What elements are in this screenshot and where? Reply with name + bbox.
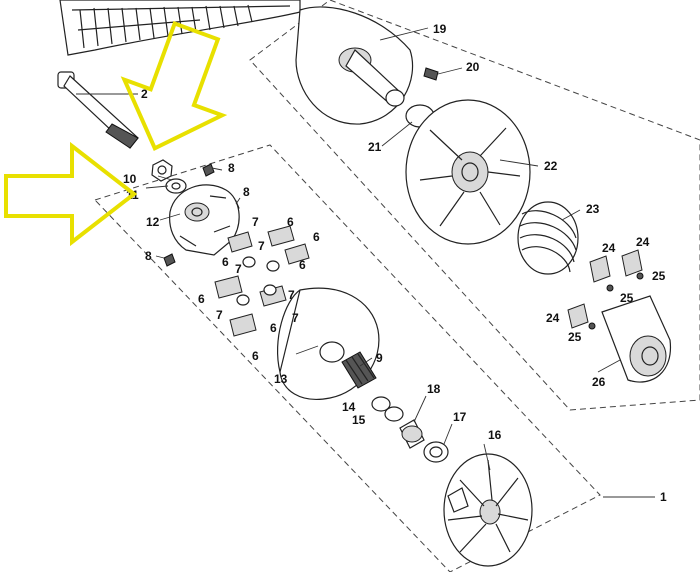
nut [151,159,173,182]
callout-17: 17 [453,410,467,424]
roller-weight-group [214,225,310,337]
callout-25a: 25 [652,269,666,283]
callout-6g: 6 [252,349,259,363]
shoe-24c [567,303,589,329]
callout-26: 26 [592,375,606,389]
callout-6c: 6 [222,255,229,269]
screw-25b [636,272,644,280]
pin-8a [202,163,215,177]
washer [165,178,187,194]
secondary-assembly-outline [249,0,700,411]
callout-6d: 6 [299,258,306,272]
callout-24b: 24 [636,235,650,249]
callout-8c: 8 [145,249,152,263]
fixed-sheave [443,453,533,567]
callout-20: 20 [466,60,480,74]
shoe-24a [589,255,611,283]
callout-23: 23 [586,202,600,216]
callout-7f: 7 [292,311,299,325]
callout-8b: 8 [243,185,250,199]
callout-16: 16 [488,428,502,442]
callout-9: 9 [376,351,383,365]
key-20 [423,67,439,81]
callout-15: 15 [352,413,366,427]
callout-8a: 8 [228,161,235,175]
bushing-18 [399,419,425,449]
callout-7d: 7 [288,288,295,302]
callout-13: 13 [274,372,288,386]
highlight-arrow-down [120,20,228,151]
callout-22: 22 [544,159,558,173]
pin-8c [163,253,176,267]
callout-6a: 6 [287,215,294,229]
callout-25b: 25 [620,291,634,305]
callout-7c: 7 [235,262,242,276]
leader-lines [76,27,655,498]
callout-7a: 7 [252,215,259,229]
callout-1: 1 [660,490,667,504]
callout-2: 2 [141,87,148,101]
primary-spring [341,351,377,389]
callout-7e: 7 [216,308,223,322]
callout-24a: 24 [602,241,616,255]
helix-cam [601,295,672,383]
callout-18: 18 [427,382,441,396]
spider-cover [169,184,240,256]
callout-6e: 6 [198,292,205,306]
callout-25c: 25 [568,330,582,344]
callout-24c: 24 [546,311,560,325]
shoe-24b [621,249,643,277]
callout-6f: 6 [270,321,277,335]
callout-10: 10 [123,172,137,186]
callout-14: 14 [342,400,356,414]
primary-assembly-outline [94,144,601,572]
highlight-arrow-right [4,141,138,247]
secondary-fixed-sheave [295,6,414,125]
secondary-spring [517,201,579,275]
callout-6b: 6 [313,230,320,244]
callout-12: 12 [146,215,160,229]
screw-25c [588,322,596,330]
callout-19: 19 [433,22,447,36]
washer-14 [371,396,391,412]
bushing-17 [423,441,449,463]
screw-25a [606,284,614,292]
callout-21: 21 [368,140,382,154]
callout-7b: 7 [258,239,265,253]
secondary-moveable-sheave [405,99,531,245]
callout-labels: 1 2 10 11 12 8 8 8 7 6 6 7 6 7 6 6 7 7 7… [123,22,667,504]
washer-15 [384,406,404,422]
